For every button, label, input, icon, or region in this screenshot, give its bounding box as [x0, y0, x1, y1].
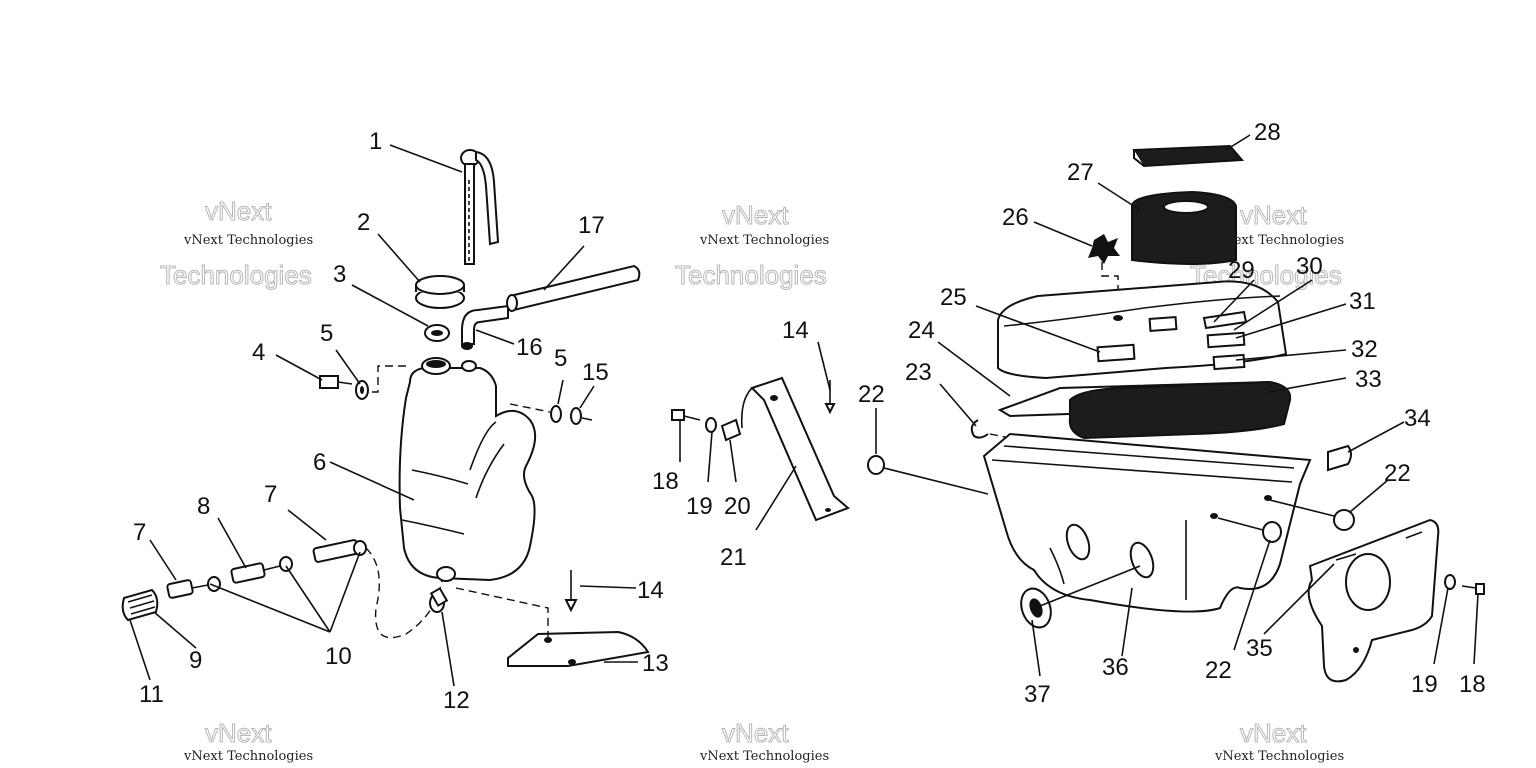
callout-24: 24: [908, 317, 935, 344]
part-drain-fitting: [429, 587, 449, 613]
callout-23: 23: [905, 359, 932, 386]
part-bolt-4: [319, 375, 353, 389]
part-foam-filter: [1131, 190, 1237, 265]
part-foam-prefilter: [1132, 144, 1245, 168]
callout-14a: 14: [782, 317, 809, 344]
watermark-text: vNext Technologies: [699, 233, 829, 248]
callout-2: 2: [357, 209, 370, 236]
callout-9: 9: [189, 647, 202, 674]
part-fuel-sender: [460, 149, 500, 265]
part-tank-bracket: [455, 587, 650, 667]
watermark-outline: vNext: [205, 196, 272, 226]
part-grommet-37: [1020, 587, 1052, 629]
part-fuel-cap: [415, 275, 465, 309]
callout-18a: 18: [652, 468, 679, 495]
watermark-outline: vNext: [205, 718, 272, 748]
part-washer-5a: [355, 380, 369, 400]
callout-22a: 22: [858, 381, 885, 408]
part-grommet-22a: [867, 455, 989, 495]
part-spacer-22b: [1269, 499, 1355, 531]
part-grommet-34: [1327, 444, 1352, 472]
callout-12: 12: [443, 687, 470, 714]
part-screw-14b: [564, 570, 578, 613]
watermark-outline: Technologies: [675, 260, 827, 290]
watermark-outline: vNext: [722, 718, 789, 748]
watermark-text: vNext Technologies: [1214, 749, 1344, 764]
watermark-outline: vNext: [722, 200, 789, 230]
part-washer-5b: [509, 403, 593, 425]
part-washer-19b: [1444, 574, 1456, 590]
part-washer-19a: [705, 417, 717, 433]
part-fuel-tank: [398, 357, 537, 582]
callout-10: 10: [325, 643, 352, 670]
part-airbox-cover: [997, 280, 1288, 380]
callout-34: 34: [1404, 405, 1431, 432]
callout-8: 8: [197, 493, 210, 520]
callout-26: 26: [1002, 204, 1029, 231]
callout-4: 4: [252, 339, 265, 366]
callout-19b: 19: [1411, 671, 1438, 698]
callout-22c: 22: [1205, 657, 1232, 684]
callout-15: 15: [582, 359, 609, 386]
watermark-text: vNext Technologies: [183, 233, 313, 248]
callout-labels: 1 2 3 4 5 6 7 7 8 9 10 11 12 13 14 15 5 …: [133, 119, 1486, 714]
callout-20: 20: [724, 493, 751, 520]
watermark-group: vNext vNext Technologies Technologies vN…: [160, 196, 1345, 765]
callout-5a: 5: [320, 320, 333, 347]
callout-29: 29: [1228, 257, 1255, 284]
callout-6: 6: [313, 449, 326, 476]
watermark-text: vNext Technologies: [1214, 233, 1344, 248]
callout-18b: 18: [1459, 671, 1486, 698]
part-fuel-line-assembly: [121, 539, 443, 639]
dash-leader: [372, 365, 410, 393]
callout-27: 27: [1067, 159, 1094, 186]
part-elbow-fitting: [461, 304, 509, 350]
callout-11: 11: [139, 681, 164, 708]
part-bolt-18a: [671, 409, 701, 421]
part-spacer-22c: [1217, 517, 1282, 543]
part-wing-nut: [1088, 234, 1120, 296]
part-bolt-18b: [1461, 583, 1485, 595]
callout-32: 32: [1351, 336, 1378, 363]
part-filter-element: [1068, 380, 1292, 440]
part-vent-hose: [506, 264, 641, 312]
part-clip-20: [720, 418, 742, 442]
watermark-outline: vNext: [1240, 200, 1307, 230]
callout-31: 31: [1349, 288, 1376, 315]
leader-lines: [129, 134, 1479, 687]
part-mount-bracket: [740, 376, 850, 522]
callout-36: 36: [1102, 654, 1129, 681]
part-mount-plate: [1307, 518, 1440, 683]
callout-13: 13: [642, 650, 669, 677]
callout-3: 3: [333, 261, 346, 288]
watermark-outline: vNext: [1240, 718, 1307, 748]
callout-30: 30: [1296, 253, 1323, 280]
callout-14b: 14: [637, 577, 664, 604]
watermark-text: vNext Technologies: [183, 749, 313, 764]
callout-35: 35: [1246, 635, 1273, 662]
watermark-text: vNext Technologies: [699, 749, 829, 764]
callout-28: 28: [1254, 119, 1281, 146]
callout-7a: 7: [133, 519, 146, 546]
callout-5b: 5: [554, 345, 567, 372]
callout-25: 25: [940, 284, 967, 311]
watermark-outline: Technologies: [160, 260, 312, 290]
callout-16: 16: [516, 334, 543, 361]
part-screw-14a: [824, 380, 836, 415]
callout-19a: 19: [686, 493, 713, 520]
part-airbox-base: [982, 432, 1312, 613]
callout-7b: 7: [264, 481, 277, 508]
callout-1: 1: [369, 128, 382, 155]
callout-21: 21: [720, 544, 747, 571]
callout-22b: 22: [1384, 460, 1411, 487]
callout-37: 37: [1024, 681, 1051, 708]
callout-33: 33: [1355, 366, 1382, 393]
callout-17: 17: [578, 212, 605, 239]
part-cap-gasket: [424, 324, 450, 342]
